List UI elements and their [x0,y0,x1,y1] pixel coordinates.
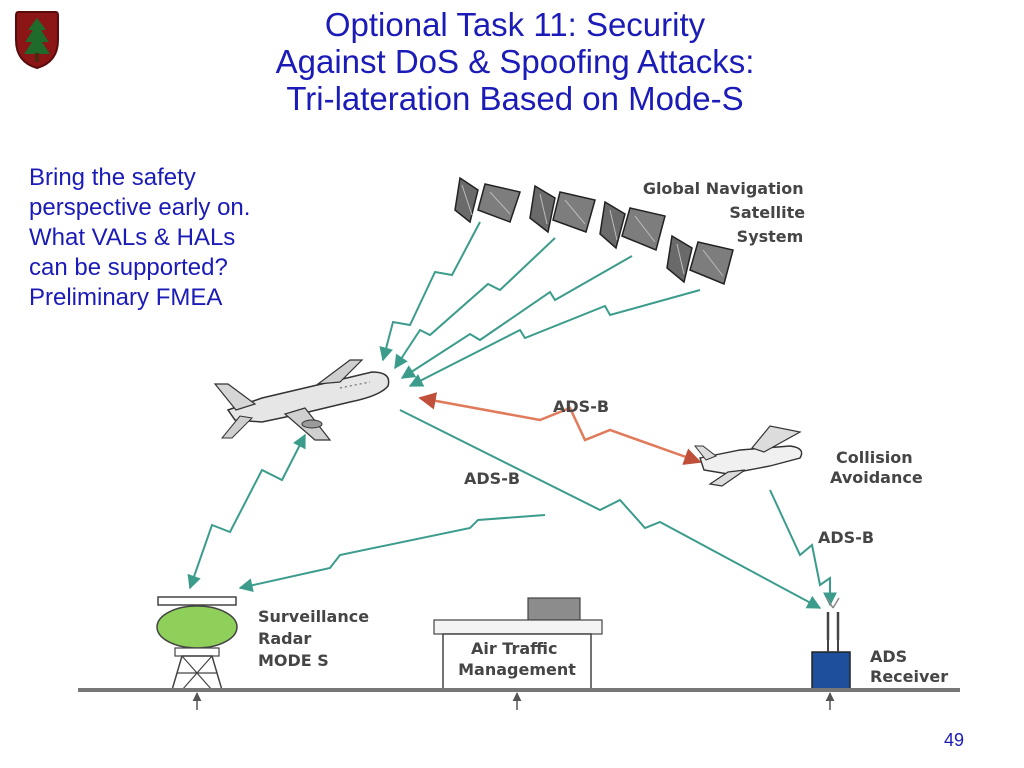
radar-label-line-2: Radar [258,629,311,648]
jet-to-receiver-link [769,489,837,607]
adsb-left-link [238,514,546,593]
receiver-antenna-icon [811,597,851,691]
body-line-2: perspective early on. [29,194,251,221]
satellite-links [379,221,701,387]
sat-link-1 [379,221,481,362]
satellite-icon [666,234,734,286]
satellite-icon [529,184,596,234]
body-text: Bring the safety perspective early on. W… [29,163,369,313]
adsb-label-top: ADS-B [553,397,609,416]
satellite-icon [454,176,521,224]
adsb-label-left: ADS-B [464,469,520,488]
body-line-3: What VALs & HALs [29,224,236,251]
atm-label-line-1: Air Traffic [471,639,558,658]
stanford-logo-icon [15,11,59,70]
receiver-label: ADS Receiver [870,647,948,686]
title-line-2: Against DoS & Spoofing Attacks: [275,43,755,80]
satellite-icon [599,200,666,252]
radar-label-line-3: MODE S [258,651,329,670]
gnss-label-line-3: System [737,227,804,246]
atm-building-icon [433,597,603,691]
mode-s-diagram: Global Navigation Satellite System Colli… [78,176,960,710]
receiver-label-line-2: Receiver [870,667,948,686]
slide-title: Optional Task 11: Security Against DoS &… [150,6,880,117]
body-line-4: can be supported? [29,254,228,281]
gnss-label: Global Navigation Satellite System [643,179,811,246]
radar-icon [156,596,238,691]
business-jet-icon [693,425,803,487]
radar-label-line-1: Surveillance [258,607,369,626]
title-line-3: Tri-lateration Based on Mode-S [286,80,744,117]
airliner-icon [213,359,390,441]
receiver-label-line-1: ADS [870,647,907,666]
ground-network-links [192,692,835,710]
atm-label-line-2: Management [458,660,576,679]
sat-link-4 [408,289,701,387]
adsb-label-right: ADS-B [818,528,874,547]
adsb-air-to-air-link [418,392,702,465]
body-line-1: Bring the safety [29,164,196,191]
gnss-label-line-2: Satellite [729,203,805,222]
body-line-5: Preliminary FMEA [29,284,223,311]
collision-avoidance-label: Collision Avoidance [830,448,923,487]
collision-label-line-1: Collision [836,448,913,467]
title-line-1: Optional Task 11: Security [324,6,706,43]
collision-label-line-2: Avoidance [830,468,923,487]
page-number: 49 [943,730,964,750]
radar-label: Surveillance Radar MODE S [258,607,375,670]
atm-label: Air Traffic Management [458,639,576,679]
aircraft-to-receiver-link [399,409,822,609]
gnss-label-line-1: Global Navigation [643,179,804,198]
sat-link-2 [394,237,556,370]
radar-to-aircraft-link [187,433,306,590]
sat-link-3 [400,255,633,379]
